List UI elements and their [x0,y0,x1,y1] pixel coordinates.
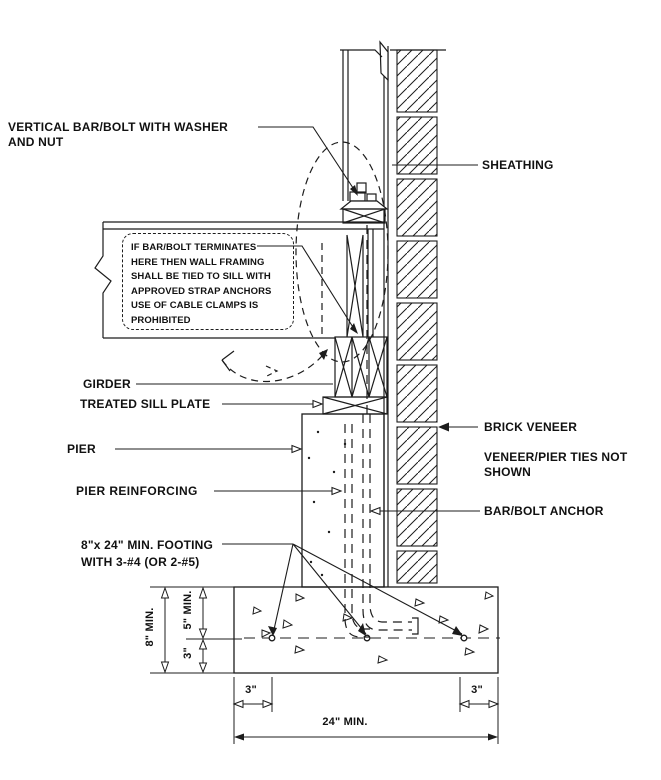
label-footing: 8"x 24" MIN. FOOTING WITH 3-#4 (OR 2-#5) [81,538,214,569]
label-brick-veneer: BRICK VENEER [484,420,578,434]
label-girder: GIRDER [83,377,131,391]
brick-veneer-hatch [396,49,438,584]
label-vertical-bar-bolt: VERTICAL BAR/BOLT WITH WASHER AND NUT [8,120,229,149]
label-veneer-pier-ties: VENEER/PIER TIES NOT SHOWN [484,450,628,479]
label-sheathing: SHEATHING [482,158,554,172]
dim-edge-left: 3" [245,684,257,696]
pier-body [301,413,385,588]
label-treated-sill-plate: TREATED SILL PLATE [80,397,211,411]
label-bar-bolt-anchor: BAR/BOLT ANCHOR [484,504,604,518]
dim-footing-width: 24" MIN. [322,716,368,728]
label-pier-reinforcing: PIER REINFORCING [76,484,198,498]
footing-body [233,586,500,674]
dim-footing-upper: 5" MIN. [182,590,194,630]
dim-footing-lower: 3" [182,647,194,659]
dim-edge-right: 3" [471,684,483,696]
pier-concrete-dots [307,430,347,577]
leader-lines [115,126,480,636]
label-pier: PIER [67,442,96,456]
wall-framing [94,49,446,415]
dimension-lines [150,586,500,744]
framing-note-text: IF BAR/BOLT TERMINATES HERE THEN WALL FR… [131,242,272,326]
framing-note-box: IF BAR/BOLT TERMINATES HERE THEN WALL FR… [122,233,294,330]
dim-footing-height: 8" MIN. [144,607,156,647]
